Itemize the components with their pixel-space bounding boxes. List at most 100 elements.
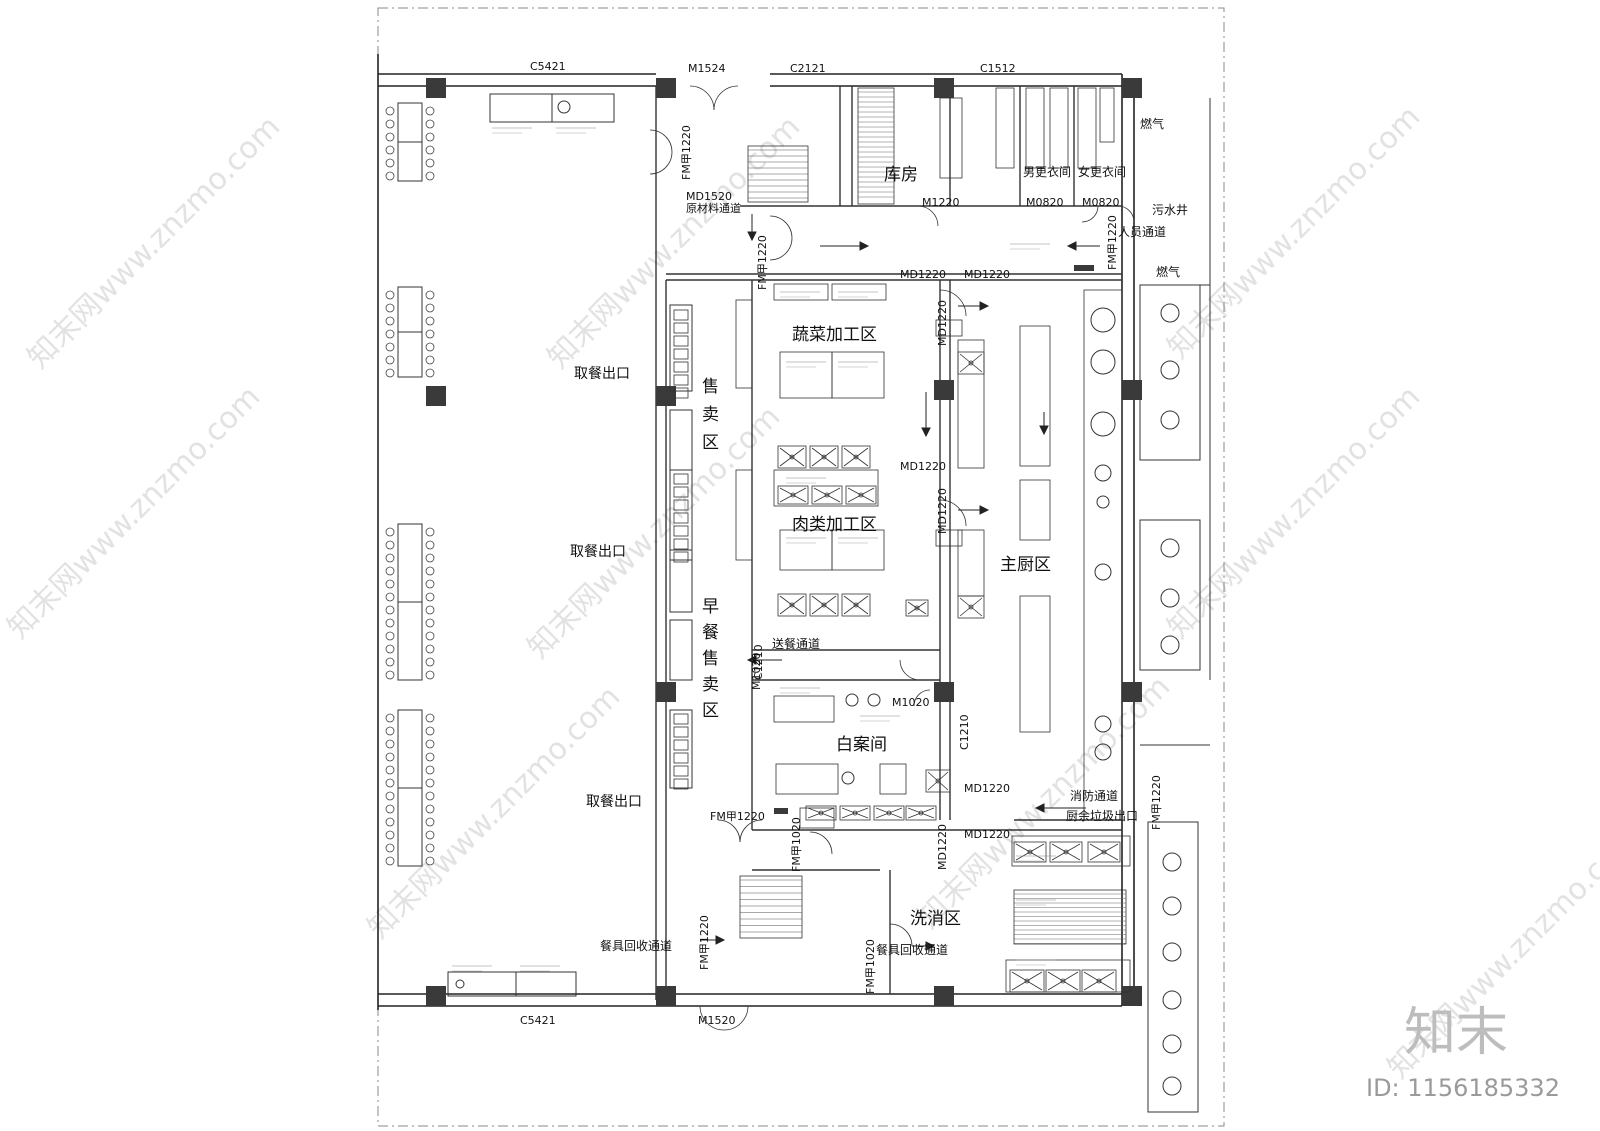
chair xyxy=(425,566,435,576)
chair xyxy=(425,791,435,801)
chair xyxy=(385,856,395,866)
chair xyxy=(425,657,435,667)
sinks xyxy=(777,351,1121,993)
watermark: 知末网www.znzmo.com xyxy=(361,679,627,945)
chair xyxy=(385,726,395,736)
sink xyxy=(905,805,937,821)
chair xyxy=(425,553,435,563)
sink xyxy=(1009,969,1045,993)
tag-fm1220-a: FM甲1220 xyxy=(680,125,693,180)
chair xyxy=(425,368,435,378)
chair xyxy=(425,329,435,339)
tag-md1220-d: MD1220 xyxy=(936,488,949,534)
tag-md1220-f: MD1220 xyxy=(936,824,949,870)
sink-mark xyxy=(1083,971,1115,991)
sink xyxy=(841,445,871,469)
chair xyxy=(425,171,435,181)
sink xyxy=(841,593,871,617)
sink xyxy=(839,805,871,821)
chair xyxy=(385,290,395,300)
chair xyxy=(385,778,395,788)
sink-drain xyxy=(1060,978,1066,984)
sink-mark xyxy=(779,447,805,467)
sink-drain xyxy=(789,454,795,460)
serving-well xyxy=(673,322,689,334)
tag-fm1220-f: FM甲1220 xyxy=(698,915,711,970)
path-pickup-2: 取餐出口 xyxy=(570,544,626,560)
sink-mark xyxy=(875,807,903,819)
sink-mark xyxy=(907,807,935,819)
chair xyxy=(385,553,395,563)
chair xyxy=(385,119,395,129)
chair xyxy=(385,342,395,352)
sink-drain xyxy=(818,810,824,816)
chair xyxy=(385,657,395,667)
tag-m0820-a: M0820 xyxy=(1026,196,1064,209)
sink xyxy=(957,351,985,375)
chair xyxy=(425,631,435,641)
sink-mark xyxy=(811,595,837,615)
room-pastry: 白案间 xyxy=(836,735,887,755)
tag-m1520: M1520 xyxy=(698,1014,736,1027)
chair xyxy=(425,527,435,537)
sink-mark xyxy=(1089,843,1119,861)
serving-well xyxy=(673,473,689,485)
serving-well xyxy=(673,309,689,321)
tag-fm1220-e: FM甲1220 xyxy=(710,810,765,823)
chair xyxy=(425,739,435,749)
label-sewage-well: 污水井 xyxy=(1152,203,1188,217)
chair xyxy=(385,355,395,365)
tag-m1020-v: M1020 xyxy=(750,653,763,691)
columns xyxy=(426,78,1142,1006)
sink xyxy=(777,445,807,469)
tag-md1220-g: MD1220 xyxy=(964,782,1010,795)
sink-mark xyxy=(841,807,869,819)
sink xyxy=(905,599,929,617)
chair xyxy=(385,303,395,313)
sink-mark xyxy=(779,487,807,503)
sink-drain xyxy=(853,454,859,460)
chair xyxy=(385,739,395,749)
shelf-slats xyxy=(858,91,1126,944)
tag-md1520: MD1520 xyxy=(686,190,732,203)
serving-well xyxy=(673,387,689,399)
interior-walls xyxy=(655,86,1122,1000)
chair xyxy=(425,592,435,602)
chair xyxy=(425,145,435,155)
hall-counters xyxy=(447,93,615,997)
tag-fm1220-c: FM甲1220 xyxy=(1106,215,1119,270)
sink-drain xyxy=(1101,849,1107,855)
sink-drain xyxy=(968,604,974,610)
serving-well xyxy=(673,335,689,347)
chair xyxy=(425,804,435,814)
tag-c2121: C2121 xyxy=(790,62,826,75)
sink-mark xyxy=(1015,843,1045,861)
tag-raw-entry: 原材料通道 xyxy=(686,201,741,215)
path-pickup-3: 取餐出口 xyxy=(586,794,642,810)
sink-drain xyxy=(935,778,941,784)
chair xyxy=(385,791,395,801)
sink-mark xyxy=(927,771,949,791)
sink xyxy=(805,805,837,821)
chair xyxy=(385,713,395,723)
room-breakfast-5: 区 xyxy=(702,701,719,721)
room-veg-zone: 蔬菜加工区 xyxy=(792,325,877,345)
tag-c5421-top: C5421 xyxy=(530,60,566,73)
stair-treads xyxy=(740,149,808,933)
tag-c5421-bottom: C5421 xyxy=(520,1014,556,1027)
chair xyxy=(385,329,395,339)
exterior-walls xyxy=(377,54,1135,1010)
room-female-locker: 女更衣间 xyxy=(1078,164,1126,179)
serving-well xyxy=(673,726,689,738)
chair xyxy=(425,830,435,840)
room-sales-3: 区 xyxy=(702,433,719,453)
tag-c1512: C1512 xyxy=(980,62,1016,75)
sink-drain xyxy=(821,454,827,460)
serving-well xyxy=(673,538,689,550)
chair xyxy=(425,817,435,827)
chair xyxy=(385,171,395,181)
room-wash: 洗消区 xyxy=(910,909,961,929)
chair xyxy=(425,726,435,736)
chair xyxy=(385,540,395,550)
